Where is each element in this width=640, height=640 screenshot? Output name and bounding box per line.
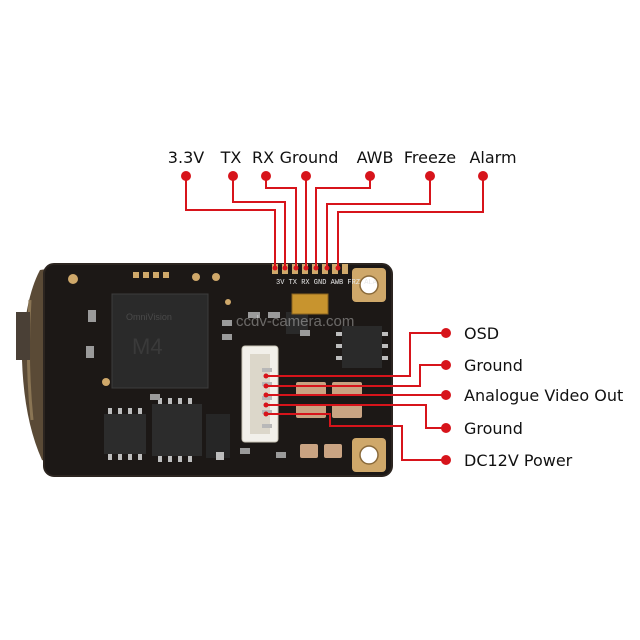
- top-leader-dots: [181, 171, 488, 271]
- top-leader-lines: [185, 176, 484, 268]
- label-freeze: Freeze: [404, 148, 456, 167]
- label-power: DC12V Power: [464, 451, 573, 470]
- passive-components: [86, 310, 310, 458]
- label-tx: TX: [220, 148, 242, 167]
- label-ground-2: Ground: [464, 419, 523, 438]
- sensor-chip: M4 OmniVision: [111, 293, 209, 389]
- gold-component: [291, 293, 329, 315]
- chip-brand: OmniVision: [126, 312, 172, 322]
- right-pin-labels: OSD Ground Analogue Video Out Ground DC1…: [464, 324, 623, 470]
- label-osd: OSD: [464, 324, 499, 343]
- camera-pcb-board: M4 OmniVision: [16, 263, 393, 477]
- right-leader-lines: [266, 332, 446, 461]
- ic-memory: [152, 398, 202, 462]
- label-ground-top: Ground: [280, 148, 339, 167]
- test-pads: [68, 272, 231, 386]
- label-alarm: Alarm: [469, 148, 516, 167]
- label-3v3: 3.3V: [168, 148, 204, 167]
- chip-marking: M4: [132, 334, 163, 359]
- label-ground-1: Ground: [464, 356, 523, 375]
- mounting-hole-top: [352, 268, 386, 302]
- ic-tiny: [286, 312, 308, 334]
- svg-text:3V TX RX GND AWB FRZ ALA: 3V TX RX GND AWB FRZ ALA: [276, 279, 378, 287]
- ic-small: [206, 414, 230, 460]
- ic-regulator-left: [104, 408, 146, 460]
- mounting-hole-bottom: [352, 438, 386, 472]
- top-pin-labels: 3.3V TX RX Ground AWB Freeze Alarm: [168, 148, 517, 167]
- ic-right: [336, 326, 388, 368]
- label-rx: RX: [252, 148, 274, 167]
- label-awb: AWB: [357, 148, 394, 167]
- label-video-out: Analogue Video Out: [464, 386, 623, 405]
- watermark: ccdv-camera.com: [236, 313, 354, 330]
- right-leader-dots: [263, 328, 451, 465]
